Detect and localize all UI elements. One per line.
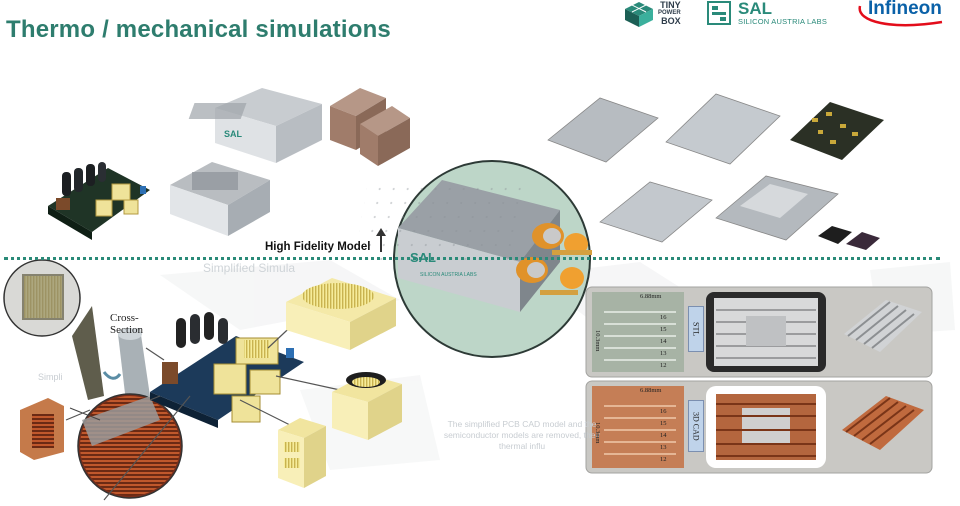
cad-pin-label: 13 <box>660 444 667 451</box>
stl-pin-label: 13 <box>660 350 667 357</box>
cube-icon <box>625 2 653 27</box>
cad-pin-label: 14 <box>660 432 667 439</box>
cad-height-dimension: 10.3mm <box>594 422 601 444</box>
cad-pin-label: 12 <box>660 456 667 463</box>
enclosure-brand: SAL <box>224 129 243 139</box>
stl-width-dimension: 6.88mm <box>640 293 662 300</box>
sal-name: SAL <box>738 0 772 18</box>
tpb-line-2: POWER <box>658 10 681 16</box>
faded-left-text: Simpli <box>38 372 63 382</box>
faded-note-text: The simplified PCB CAD model and the sem… <box>443 419 601 451</box>
pcb-assembly-top-left <box>48 162 150 240</box>
sal-logo: SAL SILICON AUSTRIA LABS <box>704 0 844 30</box>
enclosure-sub-large: SILICON AUSTRIA LABS <box>420 272 477 278</box>
infineon-logo: Infineon <box>852 0 952 30</box>
cad-width-dimension: 6.88mm <box>640 387 662 394</box>
section-divider <box>4 257 940 260</box>
sal-mark-icon <box>707 1 731 25</box>
simplified-label: Simplified Simula <box>203 261 296 275</box>
stl-height-dimension: 10.3mm <box>594 330 601 352</box>
cad-pin-label: 16 <box>660 408 667 415</box>
orange-connectors <box>516 223 592 295</box>
tpb-line-1: TINY <box>660 0 681 10</box>
stl-pin-label: 12 <box>660 362 667 369</box>
sal-subtitle: SILICON AUSTRIA LABS <box>738 17 828 26</box>
cross-section-label: Cross-Section <box>110 312 143 336</box>
cad-panel <box>585 380 933 474</box>
transformer-large-top <box>286 278 396 350</box>
infineon-swoosh-icon <box>858 5 943 27</box>
simplified-pcb-assembly <box>150 312 304 428</box>
stl-pin-label: 14 <box>660 338 667 345</box>
cold-plates-top-right <box>547 93 884 250</box>
tpb-line-3: BOX <box>661 16 681 26</box>
page-title: Thermo / mechanical simulations <box>6 16 391 43</box>
stl-tag: STL <box>688 306 704 352</box>
infineon-wordmark: Infineon <box>868 0 942 19</box>
enclosure-top: SAL <box>188 88 322 163</box>
high-fidelity-label: High Fidelity Model <box>265 241 371 253</box>
tiny-power-box-logo: TINY POWER BOX <box>622 0 720 30</box>
cad-tag: 3D CAD <box>688 400 704 452</box>
stl-pin-label: 15 <box>660 326 667 333</box>
enclosure-lower <box>170 162 270 236</box>
cad-pin-label: 15 <box>660 420 667 427</box>
cross-section-detail <box>3 259 183 499</box>
stl-panel <box>585 286 933 378</box>
transformer-large-bottom <box>278 418 326 488</box>
stl-pin-label: 16 <box>660 314 667 321</box>
transformer-core-blocks <box>330 88 410 166</box>
transformer-large-mid <box>332 372 402 440</box>
